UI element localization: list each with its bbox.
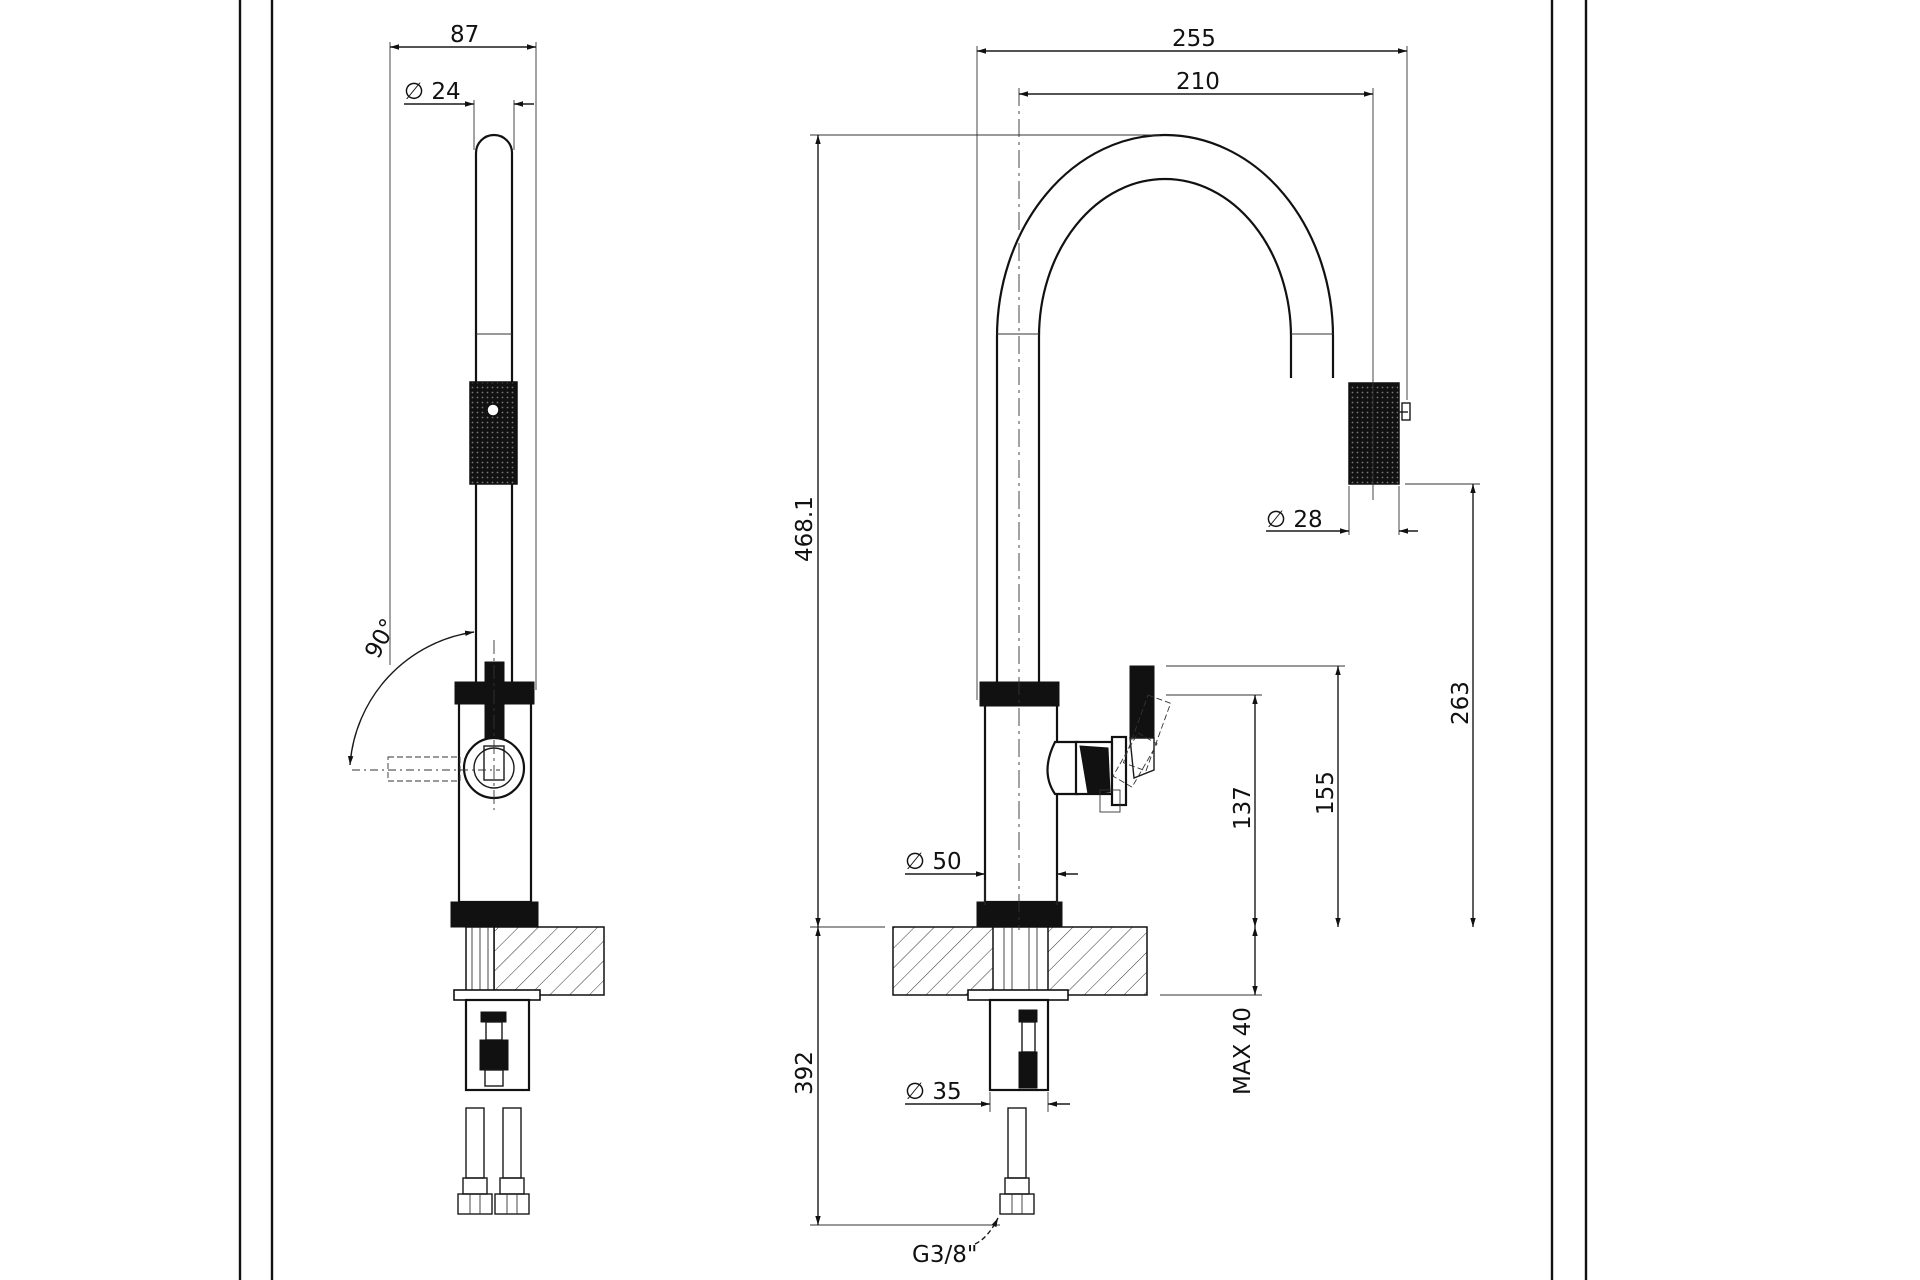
front-view: 255 210 468.1 ∅ 28 263 (792, 26, 1480, 1268)
front-lever-height-dimension: 155 (1166, 665, 1345, 927)
front-body (983, 702, 1059, 904)
front-washer (967, 989, 1069, 1001)
side-supply-hoses (457, 1107, 530, 1215)
front-mixer-handle (1046, 665, 1172, 813)
front-gooseneck-spout (995, 133, 1335, 688)
side-deck (493, 926, 605, 996)
front-base-diameter-label: ∅ 50 (905, 849, 962, 875)
side-spout-diameter-dimension: ∅ 24 (404, 79, 534, 150)
side-lever (484, 661, 505, 749)
side-width-dimension: 87 (389, 22, 537, 690)
side-washer (453, 989, 541, 1001)
front-below-deck-dimension: 392 (792, 927, 1000, 1226)
front-handle-axis-dimension: 137 (1166, 694, 1262, 927)
side-head-button (486, 403, 500, 417)
side-width-label: 87 (450, 22, 479, 48)
sheet-frame (238, 0, 1588, 1280)
front-shank-diameter-dimension: ∅ 35 (905, 1079, 1070, 1112)
front-below-deck-label: 392 (792, 1051, 818, 1095)
front-handle-axis-label: 137 (1230, 786, 1256, 830)
side-view: 90° (347, 22, 605, 1215)
front-total-height-dimension: 468.1 (792, 134, 1160, 928)
side-lever-angle-label: 90° (360, 615, 402, 663)
front-upper-collar (979, 681, 1060, 707)
front-base-collar (976, 901, 1063, 928)
front-supply-hose (999, 1107, 1035, 1215)
front-thread-label: G3/8" (912, 1242, 977, 1268)
front-outlet-height-label: 263 (1448, 681, 1474, 725)
front-reach-outer-label: 255 (1172, 26, 1216, 52)
front-deck-thickness-dimension: MAX 40 (1160, 927, 1262, 1095)
front-lever-height-label: 155 (1313, 771, 1339, 815)
front-head-diameter-label: ∅ 28 (1266, 507, 1323, 533)
front-shank-diameter-label: ∅ 35 (905, 1079, 962, 1105)
front-head-diameter-dimension: ∅ 28 (1266, 486, 1418, 535)
front-reach-outer-dimension: 255 (976, 26, 1408, 700)
front-shank (992, 926, 1049, 996)
side-base-collar (450, 901, 539, 928)
front-reach-inner-dimension: 210 (1018, 69, 1374, 930)
side-spout-diameter-label: ∅ 24 (404, 79, 461, 105)
front-deck-thickness-label: MAX 40 (1230, 1007, 1256, 1095)
front-reach-inner-label: 210 (1176, 69, 1220, 95)
front-thread-callout: G3/8" (912, 1217, 999, 1268)
front-total-height-label: 468.1 (792, 496, 818, 562)
side-knurled-head (469, 381, 518, 485)
front-knurled-head (1348, 382, 1400, 485)
front-base-diameter-dimension: ∅ 50 (905, 849, 1078, 905)
front-outlet-height-dimension: 263 (1405, 483, 1480, 927)
